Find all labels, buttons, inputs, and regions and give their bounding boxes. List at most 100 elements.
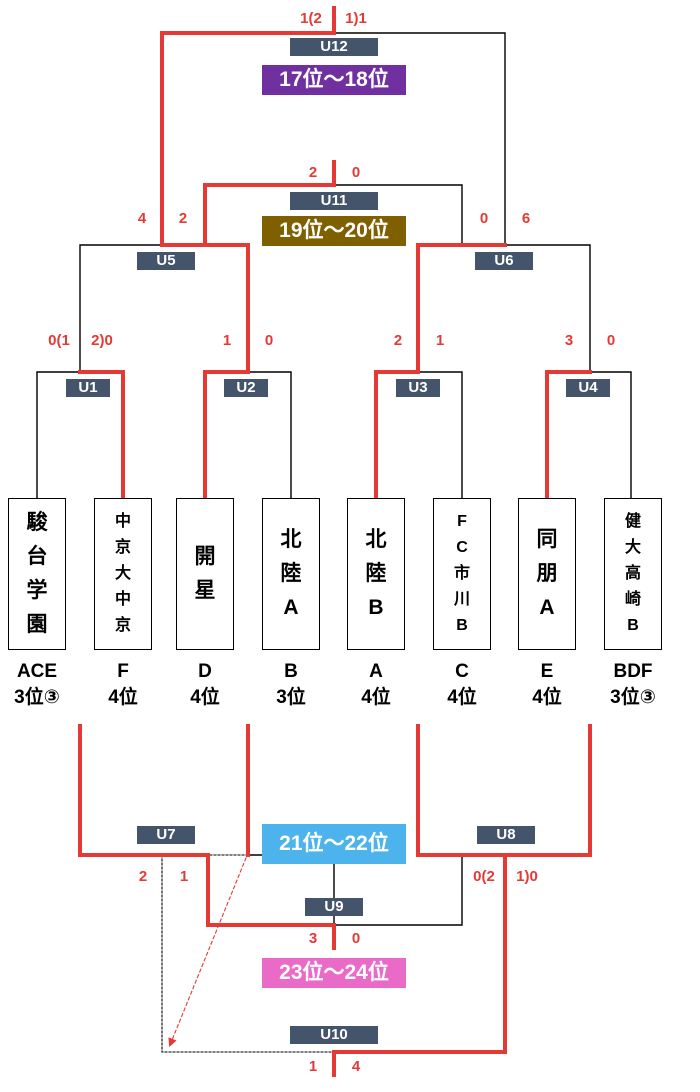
team-group: A	[369, 661, 383, 682]
team-name-char: A	[283, 596, 299, 619]
team-name-char: 大	[624, 539, 641, 556]
score-u8-left: 0(2	[473, 868, 495, 885]
rank-19-20: 19位～20位	[262, 216, 406, 246]
team-name-char: 高	[624, 565, 641, 582]
team-result-4: B 3位	[248, 659, 334, 711]
team-rank: 4位	[532, 687, 562, 708]
dotted-paths	[161, 184, 463, 1053]
score-u8-right: 1)0	[516, 868, 538, 885]
team-rank: 4位	[190, 687, 220, 708]
match-label-u12: U12	[290, 38, 378, 56]
score-u3-right: 1	[435, 332, 445, 349]
team-name-char: 同	[536, 528, 558, 551]
team-name-char: A	[539, 596, 555, 619]
score-u11-left: 2	[308, 164, 318, 181]
score-u11-right: 0	[351, 164, 361, 181]
match-label-u2: U2	[224, 379, 268, 397]
team-group: B	[284, 661, 298, 682]
score-u12-right: 1)1	[345, 10, 367, 27]
match-label-u7: U7	[137, 826, 195, 844]
team-name-char: 健	[624, 513, 641, 530]
match-label-u9: U9	[305, 898, 363, 916]
match-label-u8: U8	[477, 826, 535, 844]
team-result-3: D 4位	[162, 659, 248, 711]
score-u5-left: 4	[137, 210, 147, 227]
team-rank: 3位	[276, 687, 306, 708]
team-name-char: 崎	[624, 591, 641, 608]
team-name-char: 北	[365, 528, 387, 551]
team-rank: 4位	[447, 687, 477, 708]
score-u6-right: 6	[521, 210, 531, 227]
score-u2-left: 1	[222, 332, 232, 349]
rank-23-24: 23位～24位	[262, 958, 406, 988]
score-u1-left: 0(1	[48, 332, 70, 349]
rank-21-22: 21位～22位	[262, 824, 406, 864]
match-label-u6: U6	[475, 252, 533, 270]
team-name-char: 大	[114, 565, 131, 582]
team-group: BDF	[613, 661, 653, 682]
team-group: C	[455, 661, 469, 682]
team-name-char: 園	[26, 613, 48, 636]
score-u4-left: 3	[564, 332, 574, 349]
team-name-char: 川	[453, 591, 470, 608]
score-u7-left: 2	[138, 868, 148, 885]
score-u10-right: 4	[351, 1058, 361, 1075]
team-name-char: B	[456, 617, 468, 634]
team-name-char: C	[456, 539, 468, 556]
score-u5-right: 2	[178, 210, 188, 227]
match-label-u11: U11	[290, 192, 378, 210]
team-rank: 4位	[361, 687, 391, 708]
team-rank: 3位③	[14, 687, 60, 708]
team-group: F	[117, 661, 129, 682]
score-u9-right: 0	[351, 930, 361, 947]
team-name-char: 市	[453, 565, 470, 582]
team-name-char: 学	[26, 579, 48, 602]
team-group: ACE	[16, 661, 58, 682]
team-name-char: 駿	[26, 511, 48, 534]
score-u1-right: 2)0	[91, 332, 113, 349]
match-label-u3: U3	[396, 379, 440, 397]
score-u9-left: 3	[308, 930, 318, 947]
score-u7-right: 1	[179, 868, 189, 885]
team-name-char: F	[457, 513, 467, 530]
team-name-char: 陸	[280, 562, 302, 585]
team-group: E	[540, 661, 554, 682]
score-u6-left: 0	[479, 210, 489, 227]
team-box-1: 駿台学園	[8, 498, 66, 650]
team-name-char: 中	[114, 513, 131, 530]
team-name-char: 北	[280, 528, 302, 551]
team-box-3: 開星	[176, 498, 234, 650]
rank-17-18: 17位～18位	[262, 65, 406, 95]
score-u10-left: 1	[308, 1058, 318, 1075]
transfer-arrow	[168, 857, 247, 1048]
match-label-u1: U1	[66, 379, 110, 397]
score-u3-left: 2	[393, 332, 403, 349]
score-u2-right: 0	[264, 332, 274, 349]
team-result-7: E 4位	[504, 659, 590, 711]
team-result-8: BDF 3位③	[590, 659, 676, 711]
score-u12-left: 1(2	[300, 10, 322, 27]
winning-paths	[78, 6, 592, 1077]
team-group: D	[198, 661, 212, 682]
team-name-char: 京	[114, 539, 131, 556]
team-result-6: C 4位	[419, 659, 505, 711]
team-name-char: B	[368, 596, 384, 619]
match-label-u4: U4	[566, 379, 610, 397]
team-box-2: 中京大中京	[94, 498, 152, 650]
team-name-char: 開	[194, 545, 216, 568]
team-name-char: 星	[194, 579, 216, 602]
team-name-char: 台	[26, 545, 48, 568]
team-rank: 3位③	[610, 687, 656, 708]
team-name-char: 陸	[365, 562, 387, 585]
team-result-5: A 4位	[333, 659, 419, 711]
team-name-char: B	[627, 617, 639, 634]
team-name-char: 京	[114, 617, 131, 634]
